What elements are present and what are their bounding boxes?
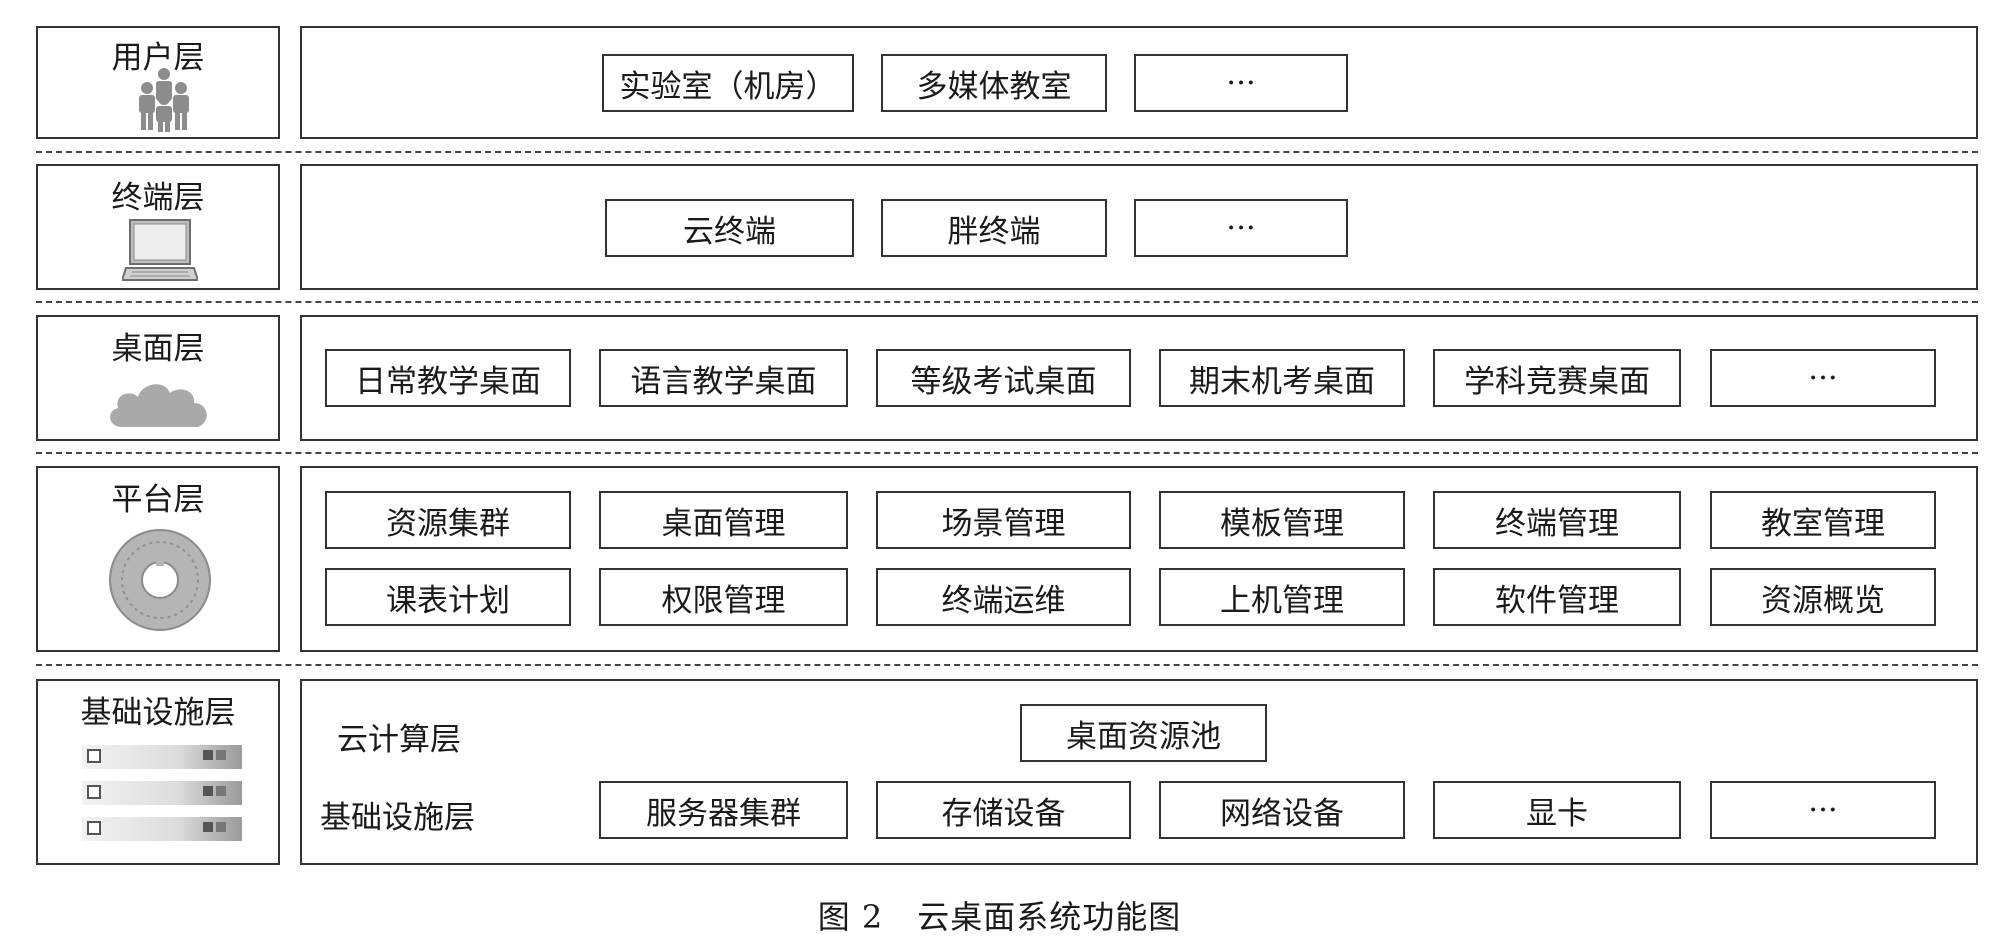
layer-label-box-terminal: 终端层 [36,164,280,290]
infra-item-storage: 存储设备 [876,781,1131,839]
layer-separator [36,301,1978,303]
layer-title-infrastructure: 基础设施层 [80,695,236,731]
layer-label-box-infrastructure: 基础设施层 [36,679,280,865]
layer-title-platform: 平台层 [111,482,205,518]
infra-item-gpu: 显卡 [1433,781,1681,839]
infra-item-server-cluster: 服务器集群 [599,781,848,839]
user-item-multimedia: 多媒体教室 [881,54,1107,112]
platform-item-terminal-ops: 终端运维 [876,568,1131,626]
server-rack-icon [82,745,242,841]
platform-item-resource-cluster: 资源集群 [325,491,571,549]
gear-disc-icon [109,529,211,631]
layer-label-box-user: 用户层 [36,26,280,139]
cloud-icon [110,384,207,427]
layer-content-box-desktop [300,315,1978,441]
infra-item-network: 网络设备 [1159,781,1405,839]
computer-terminal-icon [122,219,198,281]
layer-title-desktop: 桌面层 [111,331,205,367]
platform-item-session-mgmt: 上机管理 [1159,568,1405,626]
platform-item-classroom-mgmt: 教室管理 [1710,491,1936,549]
desktop-item-final-exam: 期末机考桌面 [1159,349,1405,407]
infra-item-more: ··· [1710,781,1936,839]
platform-item-scene-mgmt: 场景管理 [876,491,1131,549]
desktop-item-language-teaching: 语言教学桌面 [599,349,848,407]
layer-title-user: 用户层 [111,40,205,76]
terminal-item-more: ··· [1134,199,1348,257]
layer-content-box-platform [300,466,1978,652]
terminal-item-fat: 胖终端 [881,199,1107,257]
desktop-item-grade-exam: 等级考试桌面 [876,349,1131,407]
layer-label-box-platform: 平台层 [36,466,280,652]
desktop-item-more: ··· [1710,349,1936,407]
user-item-lab: 实验室（机房） [602,54,854,112]
infrastructure-label: 基础设施层 [320,800,475,836]
infra-item-desktop-resource-pool: 桌面资源池 [1020,704,1267,762]
users-icon [139,68,189,132]
platform-item-terminal-mgmt: 终端管理 [1433,491,1681,549]
layer-separator [36,452,1978,454]
platform-item-permission-mgmt: 权限管理 [599,568,848,626]
figure-caption-text: 云桌面系统功能图 [917,898,1182,936]
platform-item-software-mgmt: 软件管理 [1433,568,1681,626]
platform-item-schedule-plan: 课表计划 [325,568,571,626]
figure-number: 图 2 [817,898,884,936]
cloud-computing-label: 云计算层 [337,722,461,758]
desktop-item-daily-teaching: 日常教学桌面 [325,349,571,407]
layer-separator [36,151,1978,153]
platform-item-template-mgmt: 模板管理 [1159,491,1405,549]
figure-caption: 图 2 云桌面系统功能图 [0,892,1999,938]
user-item-more: ··· [1134,54,1348,112]
layer-separator [36,664,1978,666]
desktop-item-competition: 学科竞赛桌面 [1433,349,1681,407]
terminal-item-cloud: 云终端 [605,199,854,257]
layer-title-terminal: 终端层 [111,180,205,216]
platform-item-resource-overview: 资源概览 [1710,568,1936,626]
layer-label-box-desktop: 桌面层 [36,315,280,441]
platform-item-desktop-mgmt: 桌面管理 [599,491,848,549]
